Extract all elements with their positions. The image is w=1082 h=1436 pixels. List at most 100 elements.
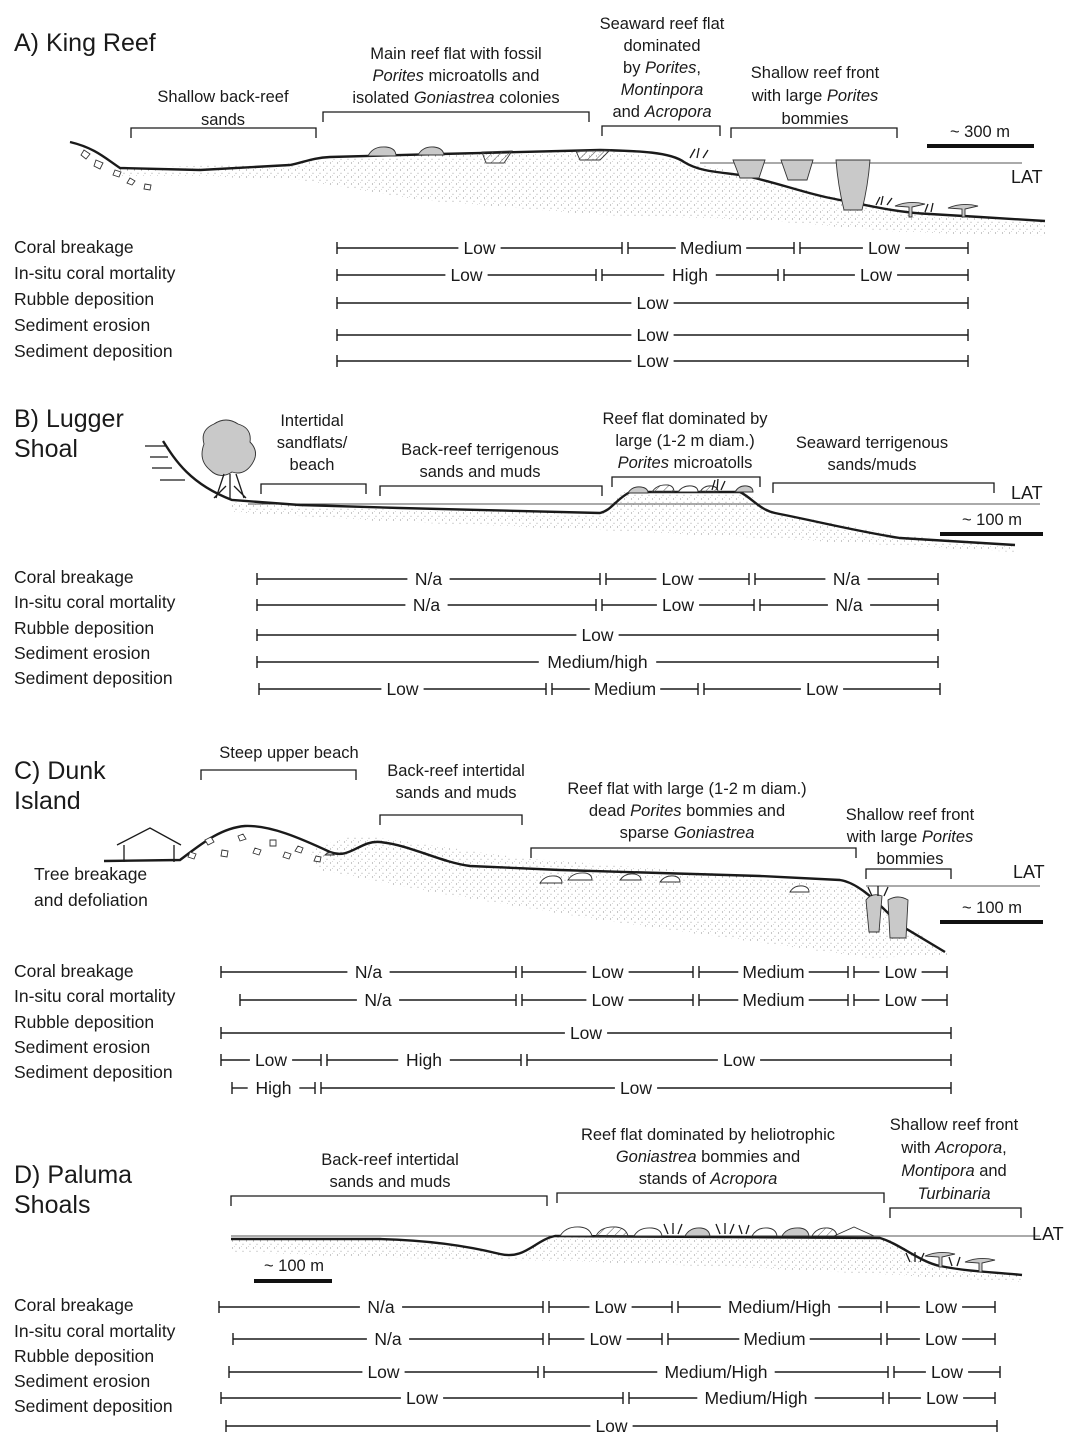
rating-label: Low [386, 679, 418, 699]
rating-segment: High [326, 1050, 522, 1070]
zone-label-line: Porites microatolls [618, 454, 753, 472]
panel-b-param-5: Sediment deposition [14, 668, 173, 688]
zone-label-line: large (1-2 m diam.) [615, 432, 754, 450]
rating-label: Low [450, 265, 482, 285]
panel-a-zone-bracket-3 [601, 125, 721, 136]
panel-a-scale-label: ~ 300 m [950, 123, 1010, 141]
rating-label: Low [662, 595, 694, 615]
panel-d-lat-label: LAT [1032, 1224, 1064, 1244]
panel-c-title-line: C) Dunk [14, 757, 106, 785]
rating-segment: N/a [256, 595, 597, 615]
zone-label-line: Intertidal [280, 412, 343, 430]
zone-label-line: beach [290, 456, 335, 474]
rating-segment: Low [336, 265, 597, 285]
rating-label: Low [591, 990, 623, 1010]
panel-b-assessment: Coral breakage In-situ coral mortality R… [14, 567, 941, 699]
rating-label: N/a [415, 569, 443, 589]
panel-b-param-2: In-situ coral mortality [14, 592, 176, 612]
rating-segment: N/a [232, 1329, 544, 1349]
panel-a-cross-section [69, 140, 1046, 236]
zone-label-line: Porites microatolls and [373, 67, 540, 85]
rating-label: N/a [364, 990, 392, 1010]
panel-b-param-3: Rubble deposition [14, 618, 154, 638]
panel-d-cross-section [231, 1223, 1023, 1282]
panel-a-param-5: Sediment deposition [14, 341, 173, 361]
panel-a-title-line: A) King Reef [14, 29, 156, 57]
panel-d-scale-label: ~ 100 m [264, 1257, 324, 1275]
panel-d-title-line: D) Paluma [14, 1161, 132, 1189]
rating-segment: Medium [667, 1329, 882, 1349]
rating-segment: Low [256, 625, 939, 645]
panel-b-scale-label: ~ 100 m [962, 511, 1022, 529]
rating-segment: N/a [759, 595, 939, 615]
panel-a-assessment: Coral breakage In-situ coral mortality R… [14, 237, 969, 371]
zone-label-line: sands [201, 111, 245, 129]
rating-segment: Low [601, 595, 755, 615]
rating-segment: Low [336, 293, 969, 313]
rating-segment: High [231, 1078, 316, 1098]
zone-label-line: bommies [782, 110, 849, 128]
panel-a-param-2: In-situ coral mortality [14, 263, 176, 283]
rating-label: Low [620, 1078, 652, 1098]
rating-segment: Low [220, 1388, 624, 1408]
rating-segment: Low [853, 962, 948, 982]
panel-b-lat-label: LAT [1011, 483, 1043, 503]
rating-segment: Low [886, 1297, 996, 1317]
rating-label: Low [570, 1023, 602, 1043]
panel-d-title-line: Shoals [14, 1191, 90, 1219]
panel-c-zone-bracket-4 [865, 868, 952, 879]
tree-breakage-label-line: Tree breakage [34, 864, 147, 884]
panel-d-param-1: Coral breakage [14, 1295, 134, 1315]
rating-segment: Medium [698, 990, 849, 1010]
rating-label: Low [884, 990, 916, 1010]
panel-c-cross-section [103, 824, 950, 958]
rating-segment: N/a [239, 990, 517, 1010]
zone-label-line: Shallow reef front [890, 1116, 1019, 1134]
rating-label: High [672, 265, 708, 285]
panel-c-lat-label: LAT [1013, 862, 1045, 882]
rating-label: Low [868, 238, 900, 258]
rating-segment: Medium/High [628, 1388, 884, 1408]
rating-segment: N/a [220, 962, 517, 982]
rating-label: Low [884, 962, 916, 982]
panel-b-param-4: Sediment erosion [14, 643, 150, 663]
panel-a-zone-bracket-4 [730, 127, 898, 138]
zone-label-line: Steep upper beach [219, 744, 358, 762]
zone-label-line: Reef flat dominated by [602, 410, 768, 428]
rating-label: Low [594, 1297, 626, 1317]
panel-b-zone-bracket-4 [772, 482, 995, 493]
rating-segment: Low [548, 1329, 663, 1349]
rating-label: Medium [680, 238, 742, 258]
rating-label: Low [636, 351, 668, 371]
zone-label-line: with Acropora, [900, 1139, 1006, 1157]
zone-label-line: Reef flat with large (1-2 m diam.) [567, 780, 806, 798]
zone-label-line: sparse Goniastrea [620, 824, 755, 842]
rating-segment: Medium [551, 679, 699, 699]
panel-c-zone-bracket-1 [200, 769, 357, 780]
rating-label: Medium [742, 990, 804, 1010]
rating-segment: Low [220, 1023, 952, 1043]
rating-label: N/a [367, 1297, 395, 1317]
panel-c-param-1: Coral breakage [14, 961, 134, 981]
rating-segment: Low [893, 1362, 1001, 1382]
rating-segment: High [601, 265, 779, 285]
tree-breakage-label-line: and defoliation [34, 890, 148, 910]
rating-segment: Medium [627, 238, 795, 258]
rating-label: Low [926, 1388, 958, 1408]
rating-segment: Low [521, 962, 694, 982]
panel-d-param-3: Rubble deposition [14, 1346, 154, 1366]
zone-label-line: sands and muds [329, 1173, 450, 1191]
rating-segment: Low [225, 1416, 998, 1436]
rating-label: High [256, 1078, 292, 1098]
rating-label: Low [581, 625, 613, 645]
panel-a-zone-bracket-1 [130, 127, 317, 138]
rating-label: Low [636, 293, 668, 313]
rating-label: N/a [355, 962, 383, 982]
panel-a-param-3: Rubble deposition [14, 289, 154, 309]
